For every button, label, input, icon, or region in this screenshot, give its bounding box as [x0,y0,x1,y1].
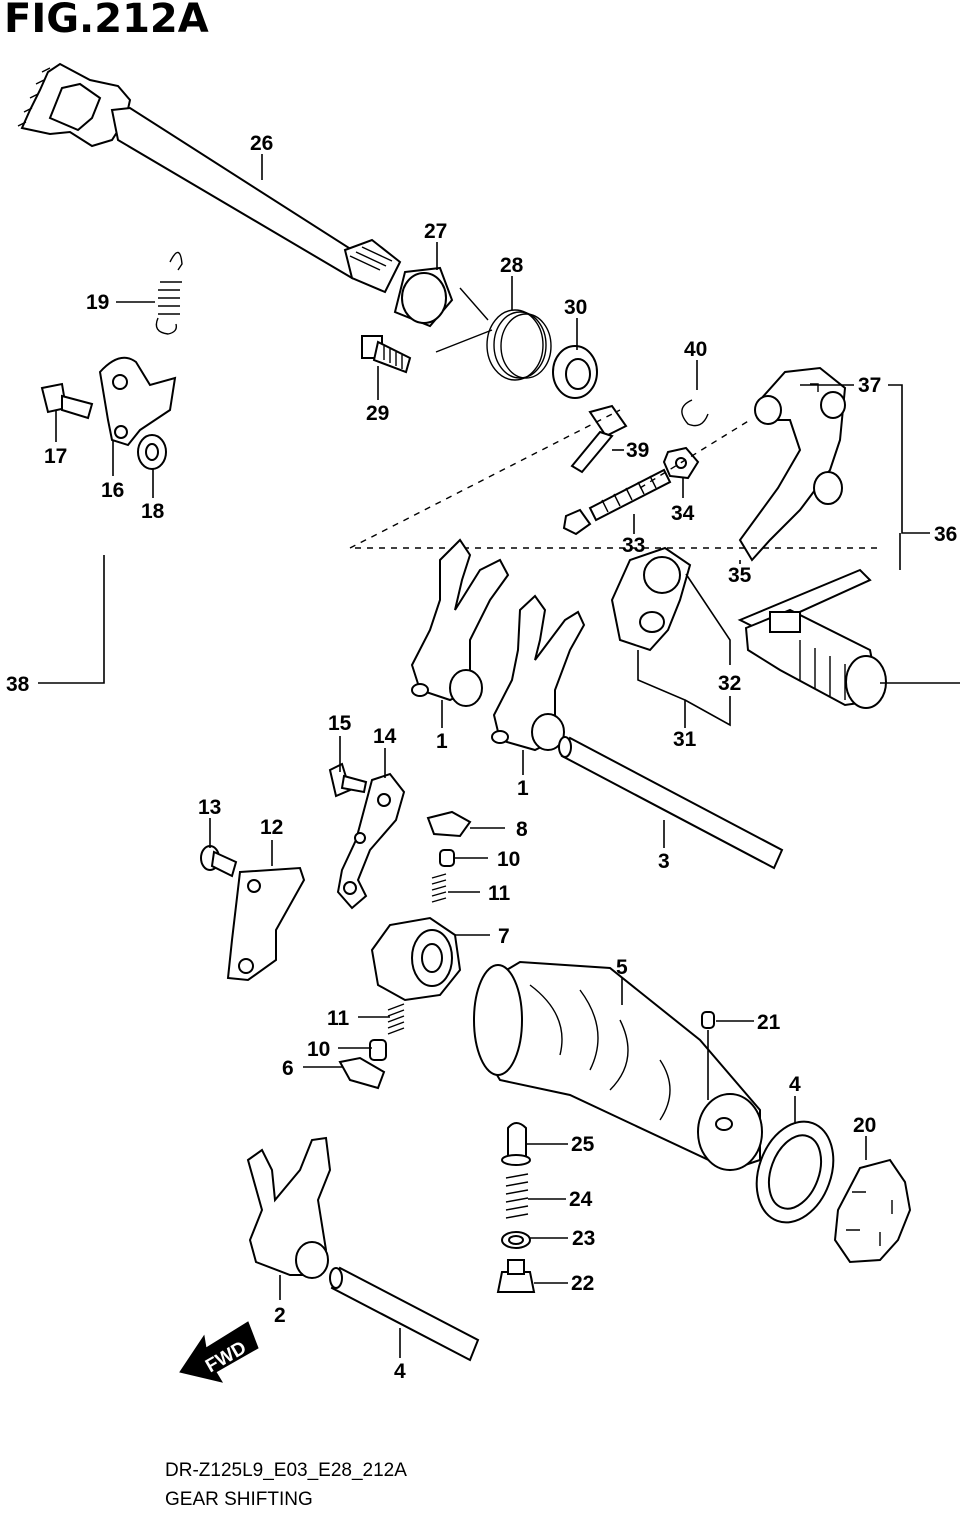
part-33-adjusting-rod [562,468,672,536]
figure-title: FIG.212A [4,0,209,42]
part-9-pin [426,810,472,838]
callout-10b: 10 [307,1038,330,1061]
callout-labels: 26 27 28 30 29 19 17 16 18 40 39 34 33 3… [6,132,957,1383]
callout-39: 39 [626,439,649,462]
callout-21: 21 [757,1011,781,1034]
part-13-screw [200,845,238,878]
callout-35: 35 [728,564,752,587]
part-40-circlip [681,399,709,427]
part-22-plug [496,1259,536,1293]
callout-34: 34 [671,502,695,525]
callout-32: 32 [718,672,741,695]
callout-12: 12 [260,816,283,839]
part-1-shift-fork-b [491,594,586,752]
callout-9: 8 [516,818,528,841]
callout-6: 4 [789,1073,801,1096]
part-6-washer [755,1120,835,1224]
callout-11b: 11 [327,1007,350,1030]
leader-lines [38,154,960,1358]
callout-10a: 10 [497,848,520,871]
part-3-fork-shaft [558,736,784,870]
forward-arrow-icon: FWD [179,1321,259,1383]
part-20-stopper-plate [833,1158,912,1264]
part-19-spring [155,251,183,335]
callout-23: 23 [572,1227,595,1250]
part-26-shift-shaft [17,62,402,294]
callout-31: 31 [673,728,697,751]
callout-11a: 11 [488,882,511,905]
model-code: DR-Z125L9_E03_E28_212A [165,1460,407,1481]
callout-27: 27 [424,220,447,243]
part-39-bolt [570,404,628,474]
callout-14: 14 [373,725,397,748]
callout-1a: 1 [436,730,448,753]
part-12-plate [226,866,306,982]
callout-28: 28 [500,254,524,277]
callout-17: 17 [44,445,67,468]
callout-19: 19 [86,291,109,314]
part-10-pin-upper [439,849,455,867]
callout-16: 16 [101,479,124,502]
callout-40: 40 [684,338,707,361]
callout-37: 37 [858,374,881,397]
callout-33: 33 [622,534,645,557]
part-10-pin-lower [369,1039,387,1061]
part-29-bolt [361,335,412,374]
callout-4: 4 [394,1360,406,1383]
part-25-pin [501,1122,531,1166]
part-24-spring [505,1173,529,1219]
part-28-return-spring [435,287,552,381]
callout-7: 7 [498,925,510,948]
callout-36: 36 [934,523,957,546]
part-27-bush [393,266,454,328]
callout-30: 30 [564,296,587,319]
part-2-shift-fork [246,1136,332,1279]
callout-24: 24 [569,1188,593,1211]
part-16-stopper-arm [98,356,177,447]
part-21-pin [701,1011,715,1029]
part-8-pin [338,1056,386,1090]
callout-3: 3 [658,850,670,873]
part-5-cam-drum [473,960,763,1172]
part-4-fork-shaft [329,1266,480,1362]
callout-20: 20 [853,1114,876,1137]
part-23-gasket [501,1231,531,1249]
callout-18: 18 [141,500,165,523]
part-1-shift-fork-a [410,538,510,707]
callout-25: 25 [571,1133,595,1156]
part-18-washer [137,434,167,470]
callout-26: 26 [250,132,273,155]
part-17-bolt [40,382,94,420]
part-31-shift-arm [610,546,692,652]
callout-15: 15 [328,712,352,735]
callout-5: 5 [616,956,628,979]
part-11-spring-upper [431,873,447,903]
part-11-spring-lower [387,1003,405,1035]
callout-13: 13 [198,796,221,819]
part-7-cam [370,916,462,1002]
callout-2: 2 [274,1304,286,1327]
part-36-shift-pedal [737,568,887,709]
part-14-plate [336,772,406,910]
diagram-title: GEAR SHIFTING [165,1489,313,1510]
callout-38: 38 [6,673,30,696]
part-30-oil-seal [552,345,598,399]
callout-22: 22 [571,1272,594,1295]
part-37-shift-lever [738,366,847,562]
callout-8: 6 [282,1057,294,1080]
part-15-screw [328,762,368,798]
callout-29: 29 [366,402,389,425]
callout-1b: 1 [517,777,529,800]
